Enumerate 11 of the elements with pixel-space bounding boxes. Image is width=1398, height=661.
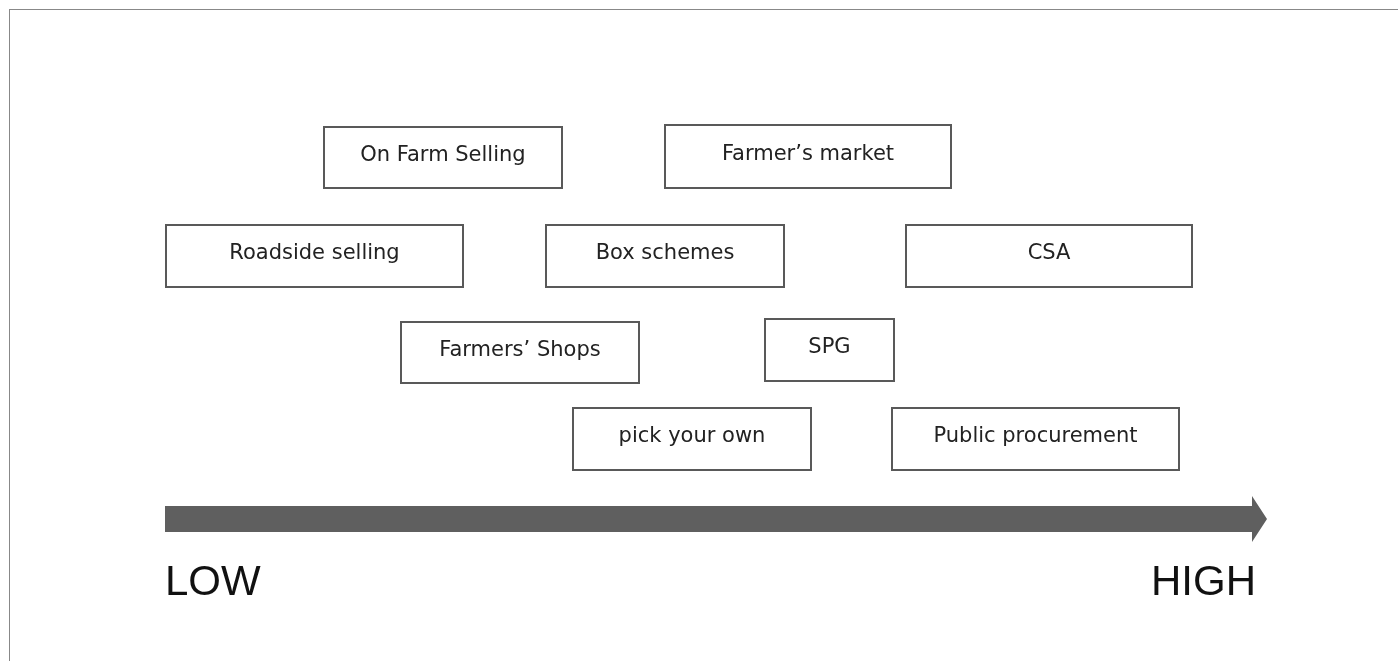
category-box: On Farm Selling bbox=[323, 126, 563, 189]
category-box: Box schemes bbox=[545, 224, 785, 288]
scale-high-label: HIGH bbox=[1151, 560, 1256, 602]
category-box: SPG bbox=[764, 318, 895, 382]
category-box: Roadside selling bbox=[165, 224, 464, 288]
category-box: Farmer’s market bbox=[664, 124, 952, 189]
scale-low-label: LOW bbox=[165, 560, 261, 602]
category-box: Farmers’ Shops bbox=[400, 321, 640, 384]
category-box: Public procurement bbox=[891, 407, 1180, 471]
category-box: CSA bbox=[905, 224, 1193, 288]
category-box: pick your own bbox=[572, 407, 812, 471]
